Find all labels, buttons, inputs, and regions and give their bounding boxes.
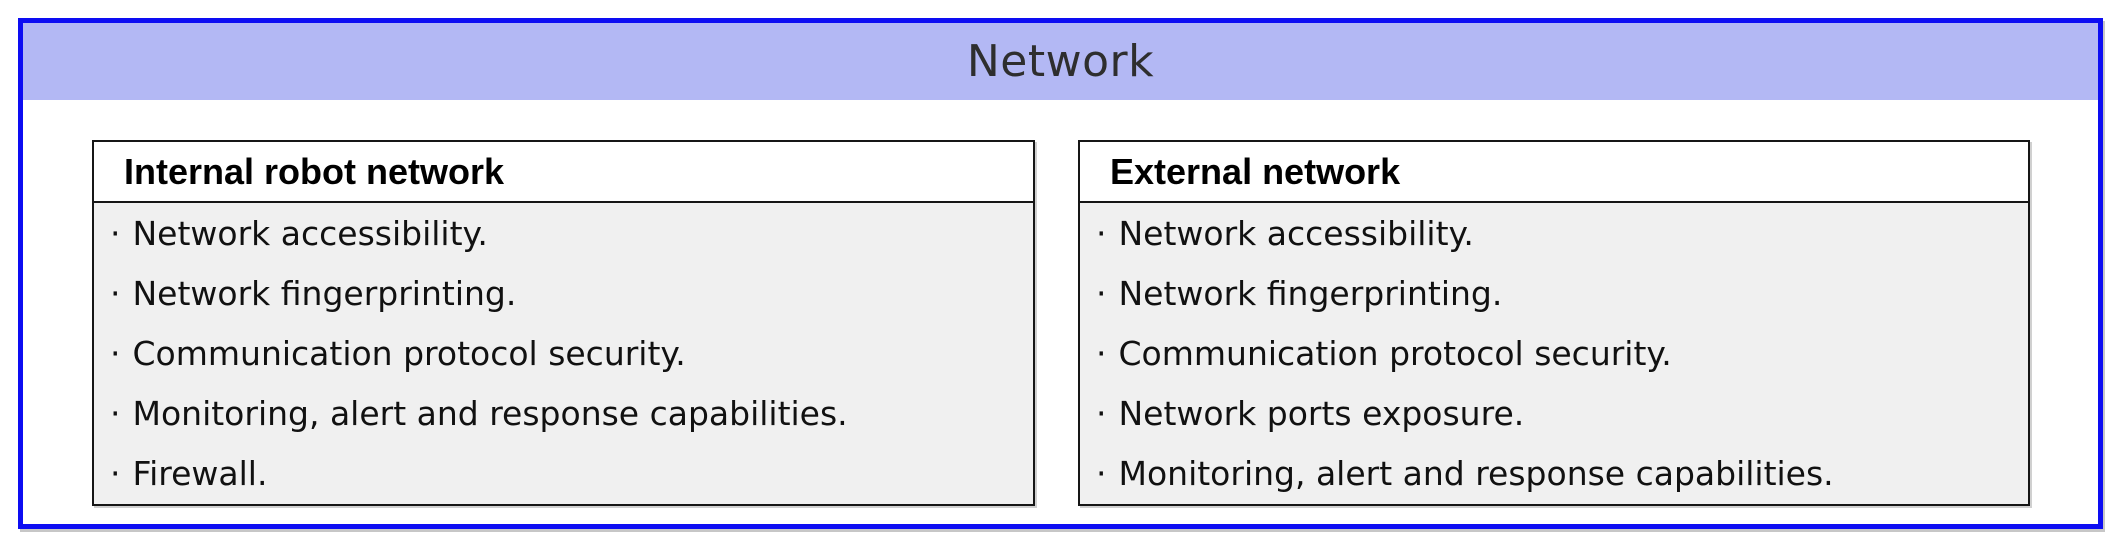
network-group-header: Network	[23, 23, 2098, 100]
list-item-text: Network fingerprinting.	[1118, 274, 1503, 313]
bullet-icon: ·	[110, 454, 121, 493]
network-group-box: Network Internal robot network · Network…	[18, 18, 2103, 529]
list-item-text: Network ports exposure.	[1118, 394, 1525, 433]
bullet-icon: ·	[1096, 274, 1107, 313]
group-title: Network	[966, 36, 1155, 87]
list-item-text: Network accessibility.	[132, 214, 488, 253]
list-item: · Network accessibility.	[106, 204, 1033, 264]
list-item: · Firewall.	[106, 444, 1033, 504]
list-item-text: Communication protocol security.	[1118, 334, 1672, 373]
panel-title: External network	[1080, 142, 2028, 203]
list-item: · Network fingerprinting.	[1092, 264, 2028, 324]
external-network-panel: External network · Network accessibility…	[1078, 140, 2030, 506]
list-item: · Communication protocol security.	[106, 324, 1033, 384]
list-item-text: Communication protocol security.	[132, 334, 686, 373]
list-item: · Monitoring, alert and response capabil…	[106, 384, 1033, 444]
list-item: · Network accessibility.	[1092, 204, 2028, 264]
bullet-icon: ·	[1096, 334, 1107, 373]
bullet-icon: ·	[1096, 454, 1107, 493]
bullet-icon: ·	[110, 274, 121, 313]
list-item: · Monitoring, alert and response capabil…	[1092, 444, 2028, 504]
list-item: · Network fingerprinting.	[106, 264, 1033, 324]
list-item-text: Monitoring, alert and response capabilit…	[132, 394, 848, 433]
internal-robot-network-panel: Internal robot network · Network accessi…	[92, 140, 1035, 506]
list-item-text: Network fingerprinting.	[132, 274, 517, 313]
panel-item-list: · Network accessibility. · Network finge…	[94, 203, 1033, 504]
list-item: · Network ports exposure.	[1092, 384, 2028, 444]
panel-title: Internal robot network	[94, 142, 1033, 203]
bullet-icon: ·	[1096, 214, 1107, 253]
list-item-text: Monitoring, alert and response capabilit…	[1118, 454, 1834, 493]
list-item-text: Network accessibility.	[1118, 214, 1474, 253]
list-item-text: Firewall.	[132, 454, 268, 493]
list-item: · Communication protocol security.	[1092, 324, 2028, 384]
bullet-icon: ·	[110, 214, 121, 253]
bullet-icon: ·	[110, 334, 121, 373]
panel-item-list: · Network accessibility. · Network finge…	[1080, 203, 2028, 504]
bullet-icon: ·	[110, 394, 121, 433]
bullet-icon: ·	[1096, 394, 1107, 433]
